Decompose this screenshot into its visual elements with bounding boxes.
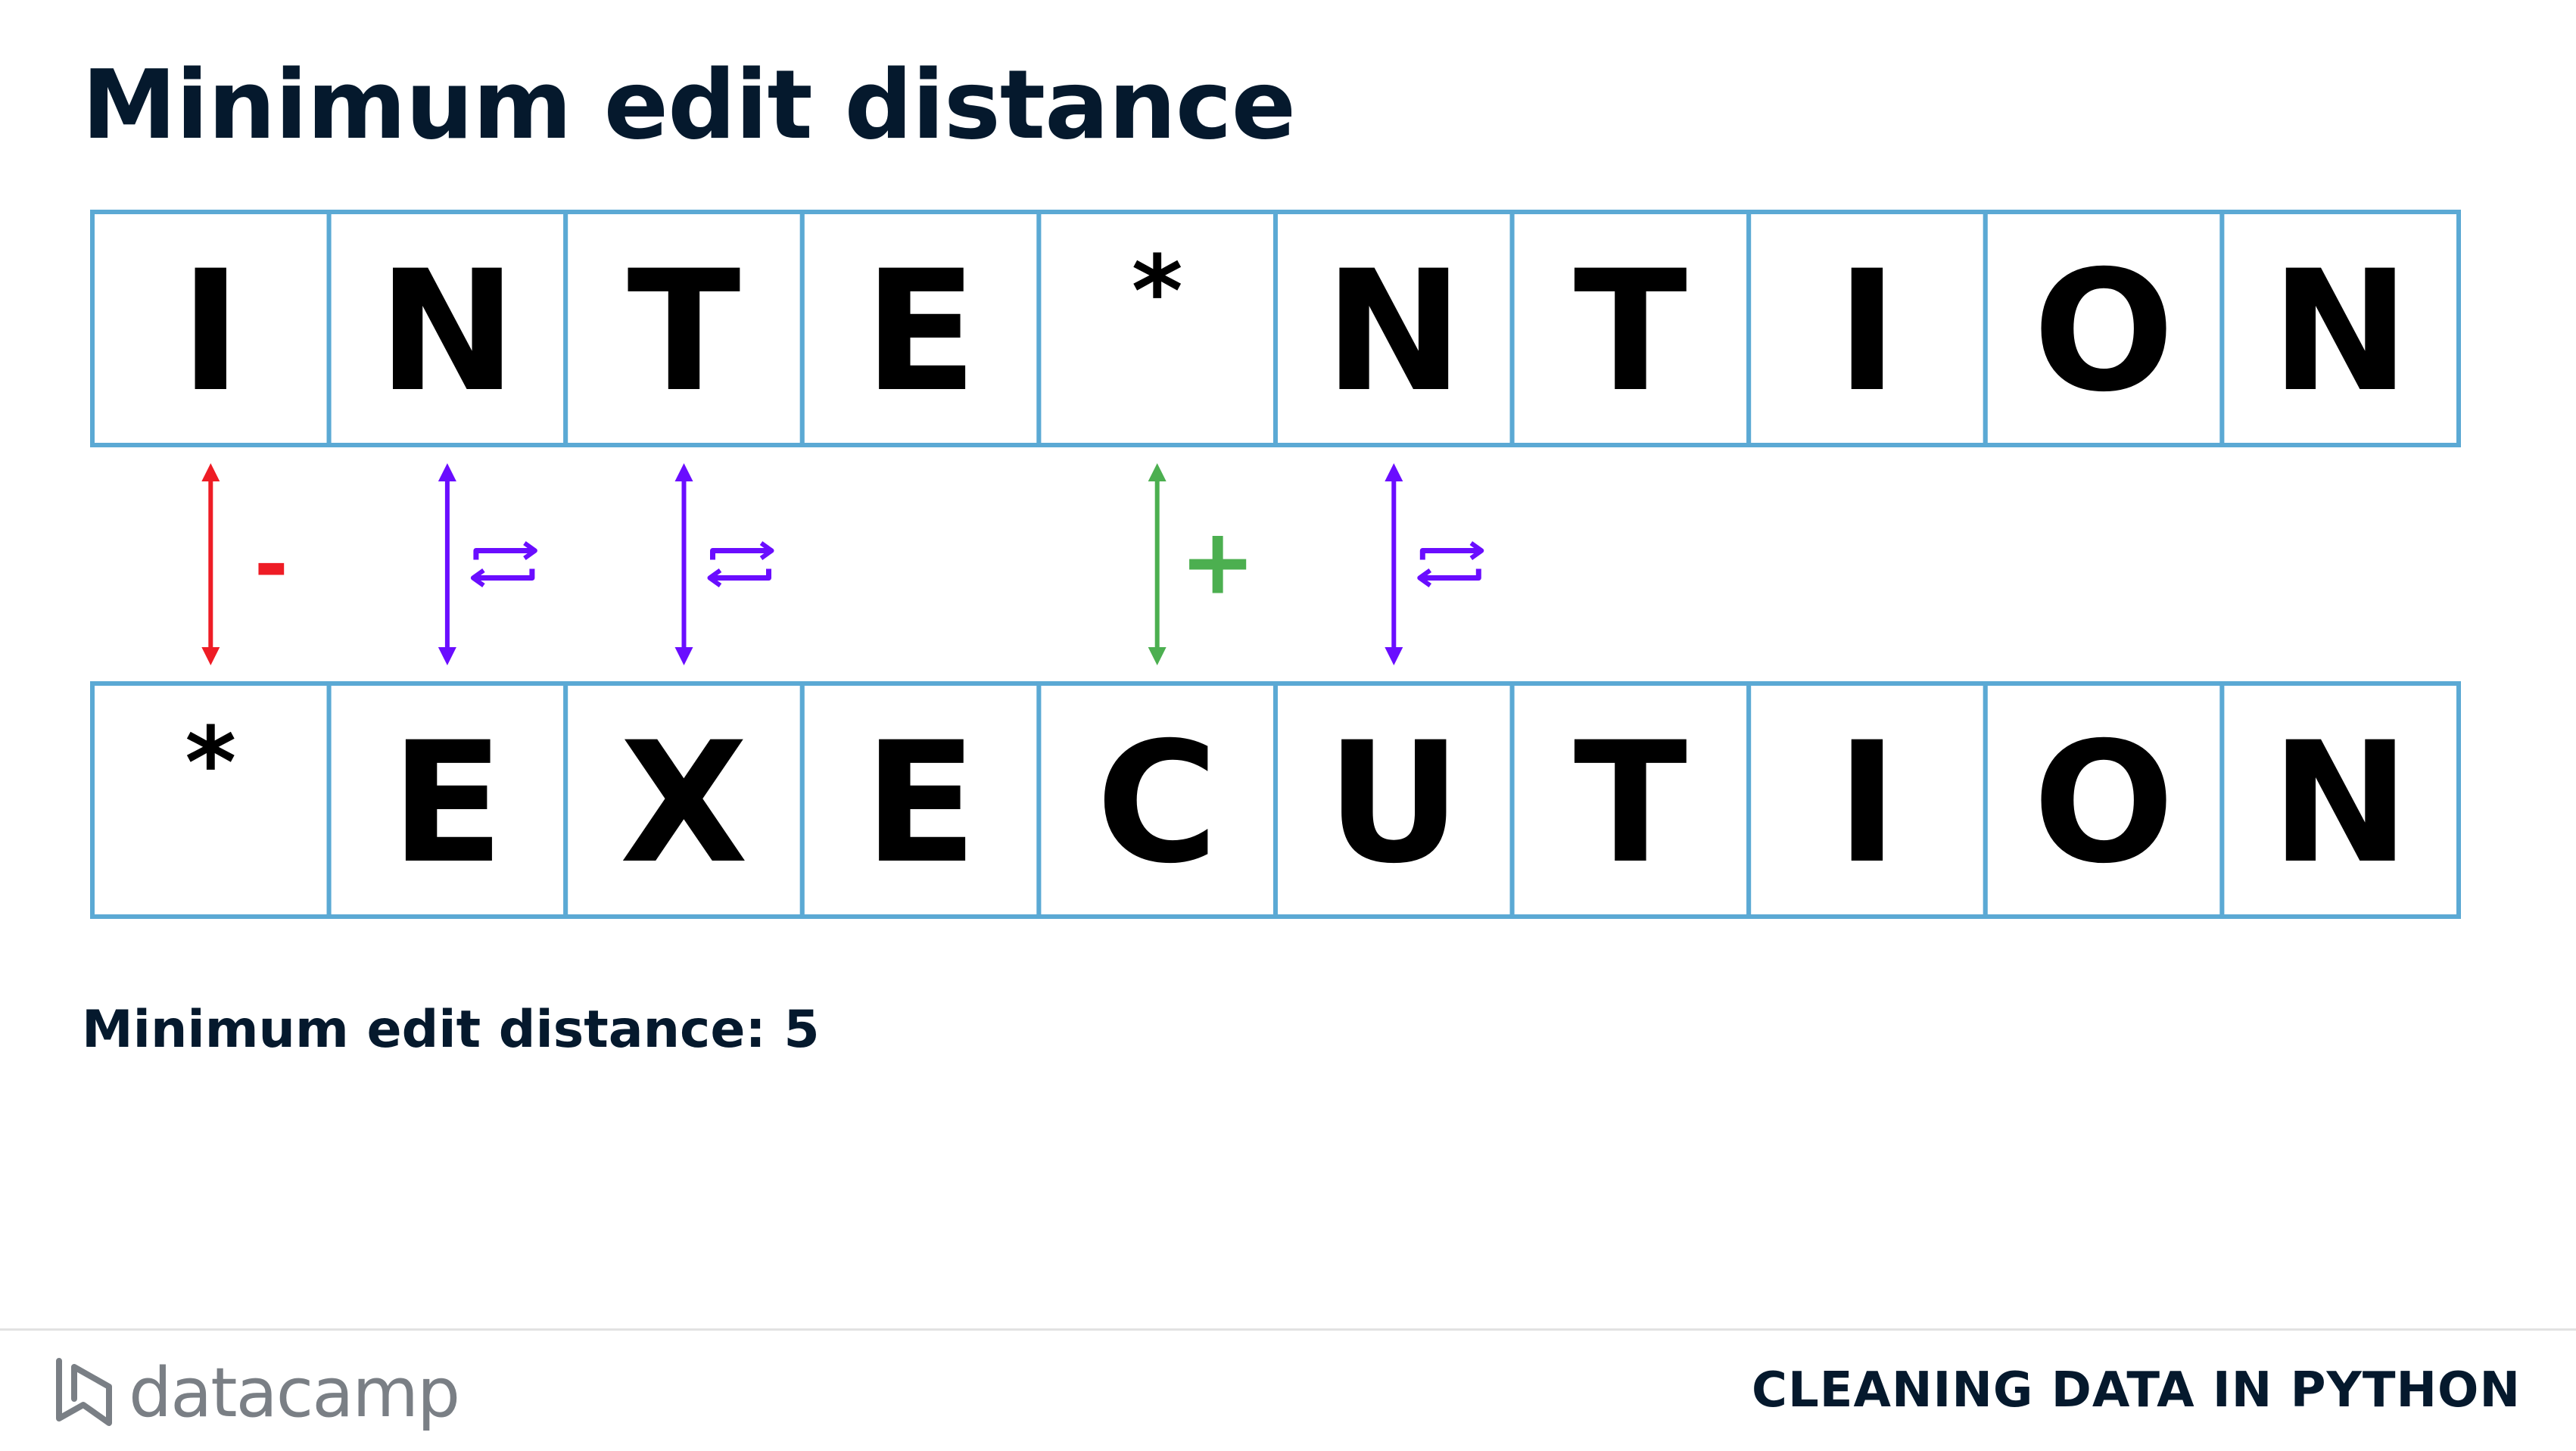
datacamp-logo-icon: [56, 1358, 112, 1426]
slide-title: Minimum edit distance: [82, 49, 1296, 160]
top-row-cell: [1746, 210, 1988, 447]
top-row-letter: O: [2033, 235, 2175, 428]
bottom-row-cell: [799, 681, 1042, 919]
course-title: CLEANING DATA IN PYTHON: [1751, 1362, 2521, 1418]
top-row-letter: E: [864, 235, 977, 428]
substitute-icon: [470, 541, 537, 587]
top-row-cell: [563, 210, 805, 447]
substitute-icon: [1417, 541, 1484, 587]
top-row-cell: [1036, 210, 1279, 447]
top-row-cell: [326, 210, 568, 447]
brand-name: datacamp: [129, 1353, 460, 1433]
top-row-letter: N: [1324, 235, 1463, 428]
datacamp-logo: datacamp: [53, 1344, 460, 1442]
bottom-row-letter: C: [1096, 706, 1218, 900]
top-row-letter: I: [179, 235, 241, 428]
bottom-row-letter: U: [1326, 706, 1462, 900]
bottom-row-letter: E: [391, 706, 504, 900]
distance-result: Minimum edit distance: 5: [82, 1000, 820, 1060]
bottom-row-letter: N: [2271, 706, 2410, 900]
bottom-row-letter: X: [620, 706, 749, 900]
top-row-cell: [799, 210, 1042, 447]
top-row-cell: [90, 210, 332, 447]
bottom-row-cell: [2219, 681, 2461, 919]
bottom-row-letter: *: [185, 705, 236, 820]
bottom-row-cell: [563, 681, 805, 919]
bottom-row-letter: I: [1836, 706, 1899, 900]
top-row-cell: [1983, 210, 2225, 447]
top-row-cell: [2219, 210, 2461, 447]
top-row-letter: T: [627, 235, 740, 428]
top-row-letter: N: [2271, 235, 2410, 428]
substitute-icon: [707, 541, 774, 587]
edit-operations: -+: [201, 463, 1484, 665]
footer-divider: [0, 1328, 2576, 1331]
top-row-letter: I: [1836, 235, 1899, 428]
bottom-row-cell: [1983, 681, 2225, 919]
deletion-symbol: -: [254, 516, 288, 613]
bottom-row-cell: [1036, 681, 1279, 919]
top-row-letter: T: [1574, 235, 1687, 428]
top-row-letter: N: [378, 235, 517, 428]
top-row-letter: *: [1132, 234, 1183, 349]
bottom-row-letter: T: [1574, 706, 1687, 900]
bottom-row-cell: [1509, 681, 1752, 919]
bottom-row-letter: E: [864, 706, 977, 900]
bottom-row-cell: [90, 681, 332, 919]
top-row-cell: [1273, 210, 1515, 447]
insertion-symbol: +: [1179, 510, 1256, 615]
bottom-row-cell: [326, 681, 568, 919]
bottom-row-cell: [1273, 681, 1515, 919]
bottom-row-letter: O: [2033, 706, 2175, 900]
bottom-row-cell: [1746, 681, 1988, 919]
